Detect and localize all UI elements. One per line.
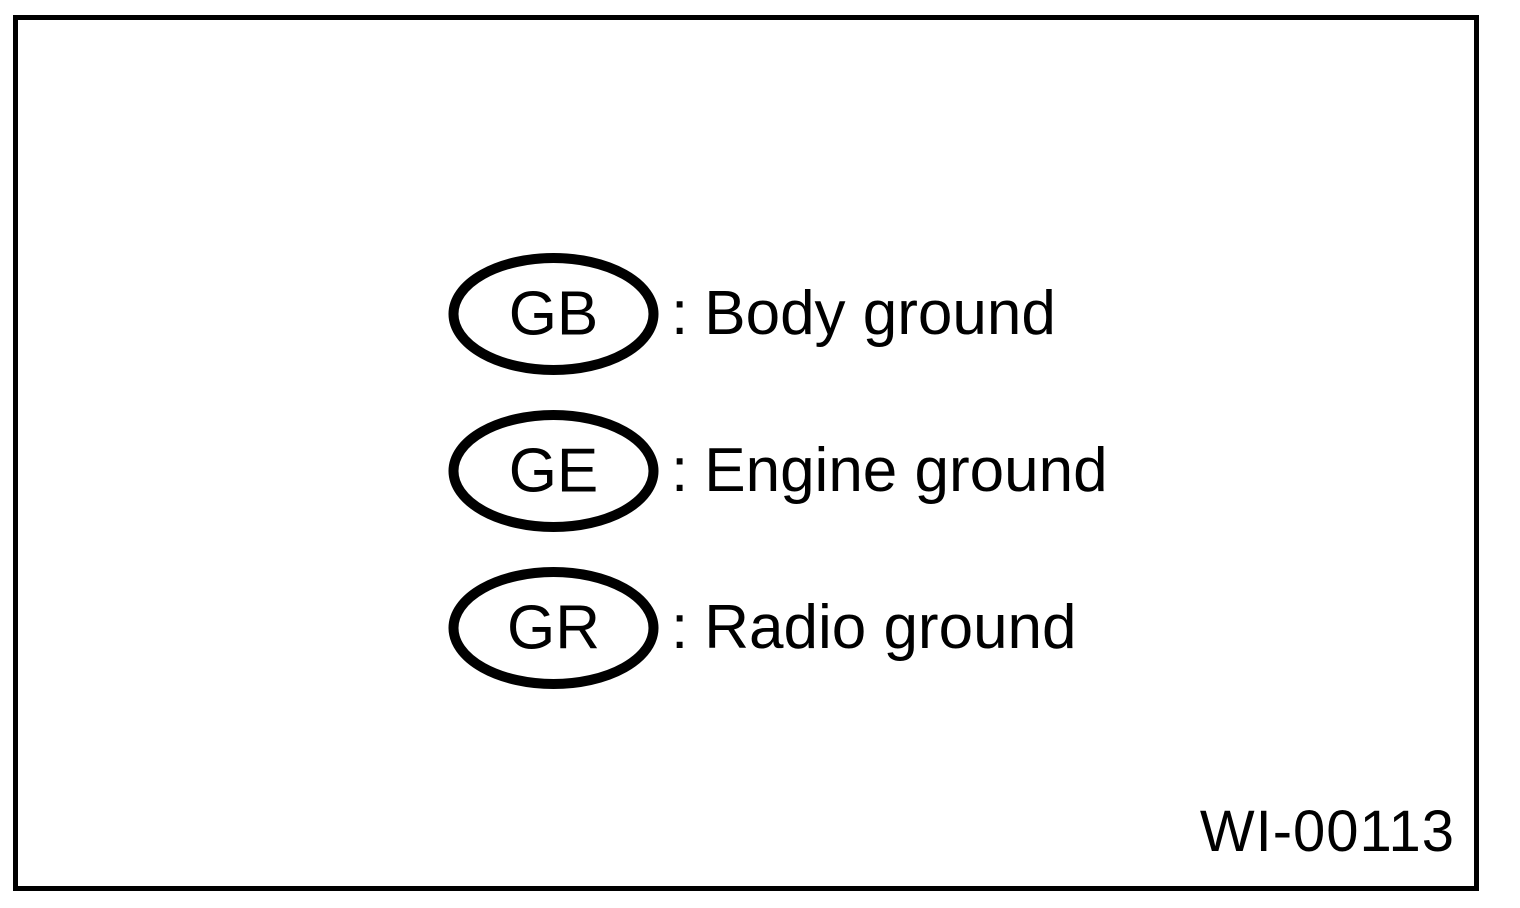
ground-symbol-ellipse-icon: GB — [448, 252, 659, 376]
ground-symbol-ellipse-icon: GR — [448, 566, 659, 690]
legend-row: GR : Radio ground — [435, 551, 1195, 708]
ground-symbol-code: GR — [507, 594, 600, 663]
diagram-frame: GB : Body ground GE : Engi — [13, 15, 1479, 891]
legend-separator: : — [671, 279, 689, 348]
ground-symbol-code: GE — [509, 437, 599, 506]
legend-row: GE : Engine ground — [435, 394, 1195, 551]
legend-row-text: : Engine ground — [671, 409, 1108, 533]
legend-label: Engine ground — [704, 436, 1108, 505]
legend-separator: : — [671, 593, 689, 662]
ground-symbol-legend: GB : Body ground GE : Engi — [435, 237, 1195, 708]
legend-row: GB : Body ground — [435, 237, 1195, 394]
legend-separator: : — [671, 436, 689, 505]
legend-row-text: : Radio ground — [671, 566, 1077, 690]
legend-row-text: : Body ground — [671, 252, 1056, 376]
ground-symbol-ellipse-icon: GE — [448, 409, 659, 533]
legend-label: Radio ground — [704, 593, 1077, 662]
legend-label: Body ground — [704, 279, 1056, 348]
ground-symbol-code: GB — [509, 280, 599, 349]
figure-reference-code: WI-00113 — [1199, 799, 1455, 864]
